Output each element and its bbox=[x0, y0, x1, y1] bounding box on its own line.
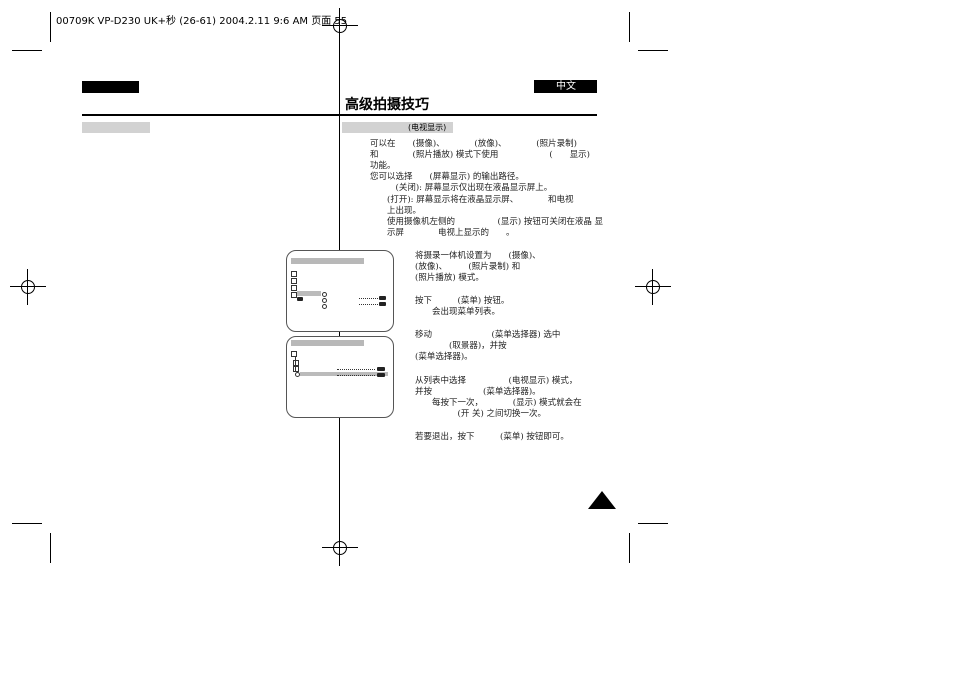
screen-title-bar bbox=[291, 340, 364, 346]
menu-icon bbox=[297, 297, 303, 301]
value-marker bbox=[377, 367, 385, 371]
radio-icon bbox=[295, 372, 300, 377]
step-2-line: 会出现菜单列表。 bbox=[415, 307, 501, 317]
print-header: 00709K VP-D230 UK+秒 (26-61) 2004.2.11 9:… bbox=[56, 16, 348, 27]
language-tag: 中文 bbox=[556, 81, 576, 92]
trim-mark bbox=[629, 12, 630, 42]
menu-icon bbox=[291, 271, 297, 277]
value-marker bbox=[379, 296, 386, 300]
step-4-line: 并按 (菜单选择器)。 bbox=[415, 387, 541, 397]
step-2-line: 按下 (菜单) 按钮。 bbox=[415, 296, 510, 306]
intro-line: 和 (照片播放) 模式下使用 ( 显示) bbox=[370, 150, 590, 160]
trim-mark bbox=[638, 50, 668, 51]
step-4-line: (开 关) 之间切换一次。 bbox=[415, 409, 547, 419]
step-1-line: (放像)、 (照片录制) 和 bbox=[415, 262, 521, 272]
page-title: 高级拍摄技巧 bbox=[345, 97, 429, 113]
trim-mark bbox=[638, 523, 668, 524]
value-marker bbox=[379, 302, 386, 306]
dotted-leader bbox=[359, 298, 378, 299]
dotted-leader bbox=[359, 304, 378, 305]
intro-line: 上出现。 bbox=[370, 206, 422, 216]
step-4-line: 每按下一次， (显示) 模式就会在 bbox=[415, 398, 582, 408]
trim-mark bbox=[50, 533, 51, 563]
highlight-row bbox=[300, 372, 388, 376]
header-black-bar-right bbox=[534, 80, 597, 93]
intro-line: 您可以选择 (屏幕显示) 的输出路径。 bbox=[370, 172, 524, 182]
menu-icon bbox=[291, 292, 297, 298]
crosshair-icon bbox=[322, 8, 358, 44]
radio-icon bbox=[322, 298, 327, 303]
left-section-bar bbox=[82, 122, 150, 133]
intro-line: 使用摄像机左侧的 (显示) 按钮可关闭在液晶 显 bbox=[370, 217, 604, 227]
title-rule bbox=[82, 114, 597, 116]
dotted-leader bbox=[337, 375, 375, 376]
intro-line: 可以在 (摄像)、 (放像)、 (照片录制) bbox=[370, 139, 577, 149]
screen-title-bar bbox=[291, 258, 364, 264]
menu-icon bbox=[291, 278, 297, 284]
value-marker bbox=[377, 373, 385, 377]
trim-mark bbox=[629, 533, 630, 563]
radio-icon bbox=[322, 292, 327, 297]
radio-icon bbox=[322, 304, 327, 309]
highlight-row bbox=[297, 291, 321, 296]
step-1-line: (照片播放) 模式。 bbox=[415, 273, 484, 283]
header-black-bar-left bbox=[82, 81, 139, 93]
dotted-leader bbox=[337, 369, 375, 370]
intro-line: 示屏 电视上显示的 。 bbox=[370, 228, 515, 238]
trim-mark bbox=[12, 523, 42, 524]
crosshair-icon bbox=[10, 269, 46, 305]
section-heading: (电视显示) bbox=[408, 123, 447, 132]
menu-icon bbox=[293, 360, 299, 366]
step-1-line: 将摄录一体机设置为 (摄像)、 bbox=[415, 251, 541, 261]
step-5-line: 若要退出，按下 (菜单) 按钮即可。 bbox=[415, 432, 569, 442]
trim-mark bbox=[12, 50, 42, 51]
step-4-line: 从列表中选择 (电视显示) 模式， bbox=[415, 376, 578, 386]
step-3-line: (取景器)，并按 bbox=[415, 341, 507, 351]
right-section-bar bbox=[342, 122, 453, 133]
menu-icon bbox=[291, 285, 297, 291]
crosshair-icon bbox=[635, 269, 671, 305]
menu-screen-illustration-1 bbox=[286, 250, 394, 332]
trim-mark bbox=[50, 12, 51, 42]
step-3-line: (菜单选择器)。 bbox=[415, 352, 473, 362]
intro-line: (关闭): 屏幕显示仅出现在液晶显示屏上。 bbox=[370, 183, 553, 193]
intro-line: 功能。 bbox=[370, 161, 396, 171]
step-3-line: 移动 (菜单选择器) 选中 bbox=[415, 330, 561, 340]
triangle-icon bbox=[588, 491, 616, 509]
menu-screen-illustration-2 bbox=[286, 336, 394, 418]
menu-icon bbox=[291, 351, 297, 357]
intro-line: (打开): 屏幕显示将在液晶显示屏、 和电视 bbox=[370, 195, 574, 205]
tree-line bbox=[295, 357, 296, 371]
menu-icon bbox=[293, 366, 299, 372]
crosshair-icon bbox=[322, 530, 358, 566]
